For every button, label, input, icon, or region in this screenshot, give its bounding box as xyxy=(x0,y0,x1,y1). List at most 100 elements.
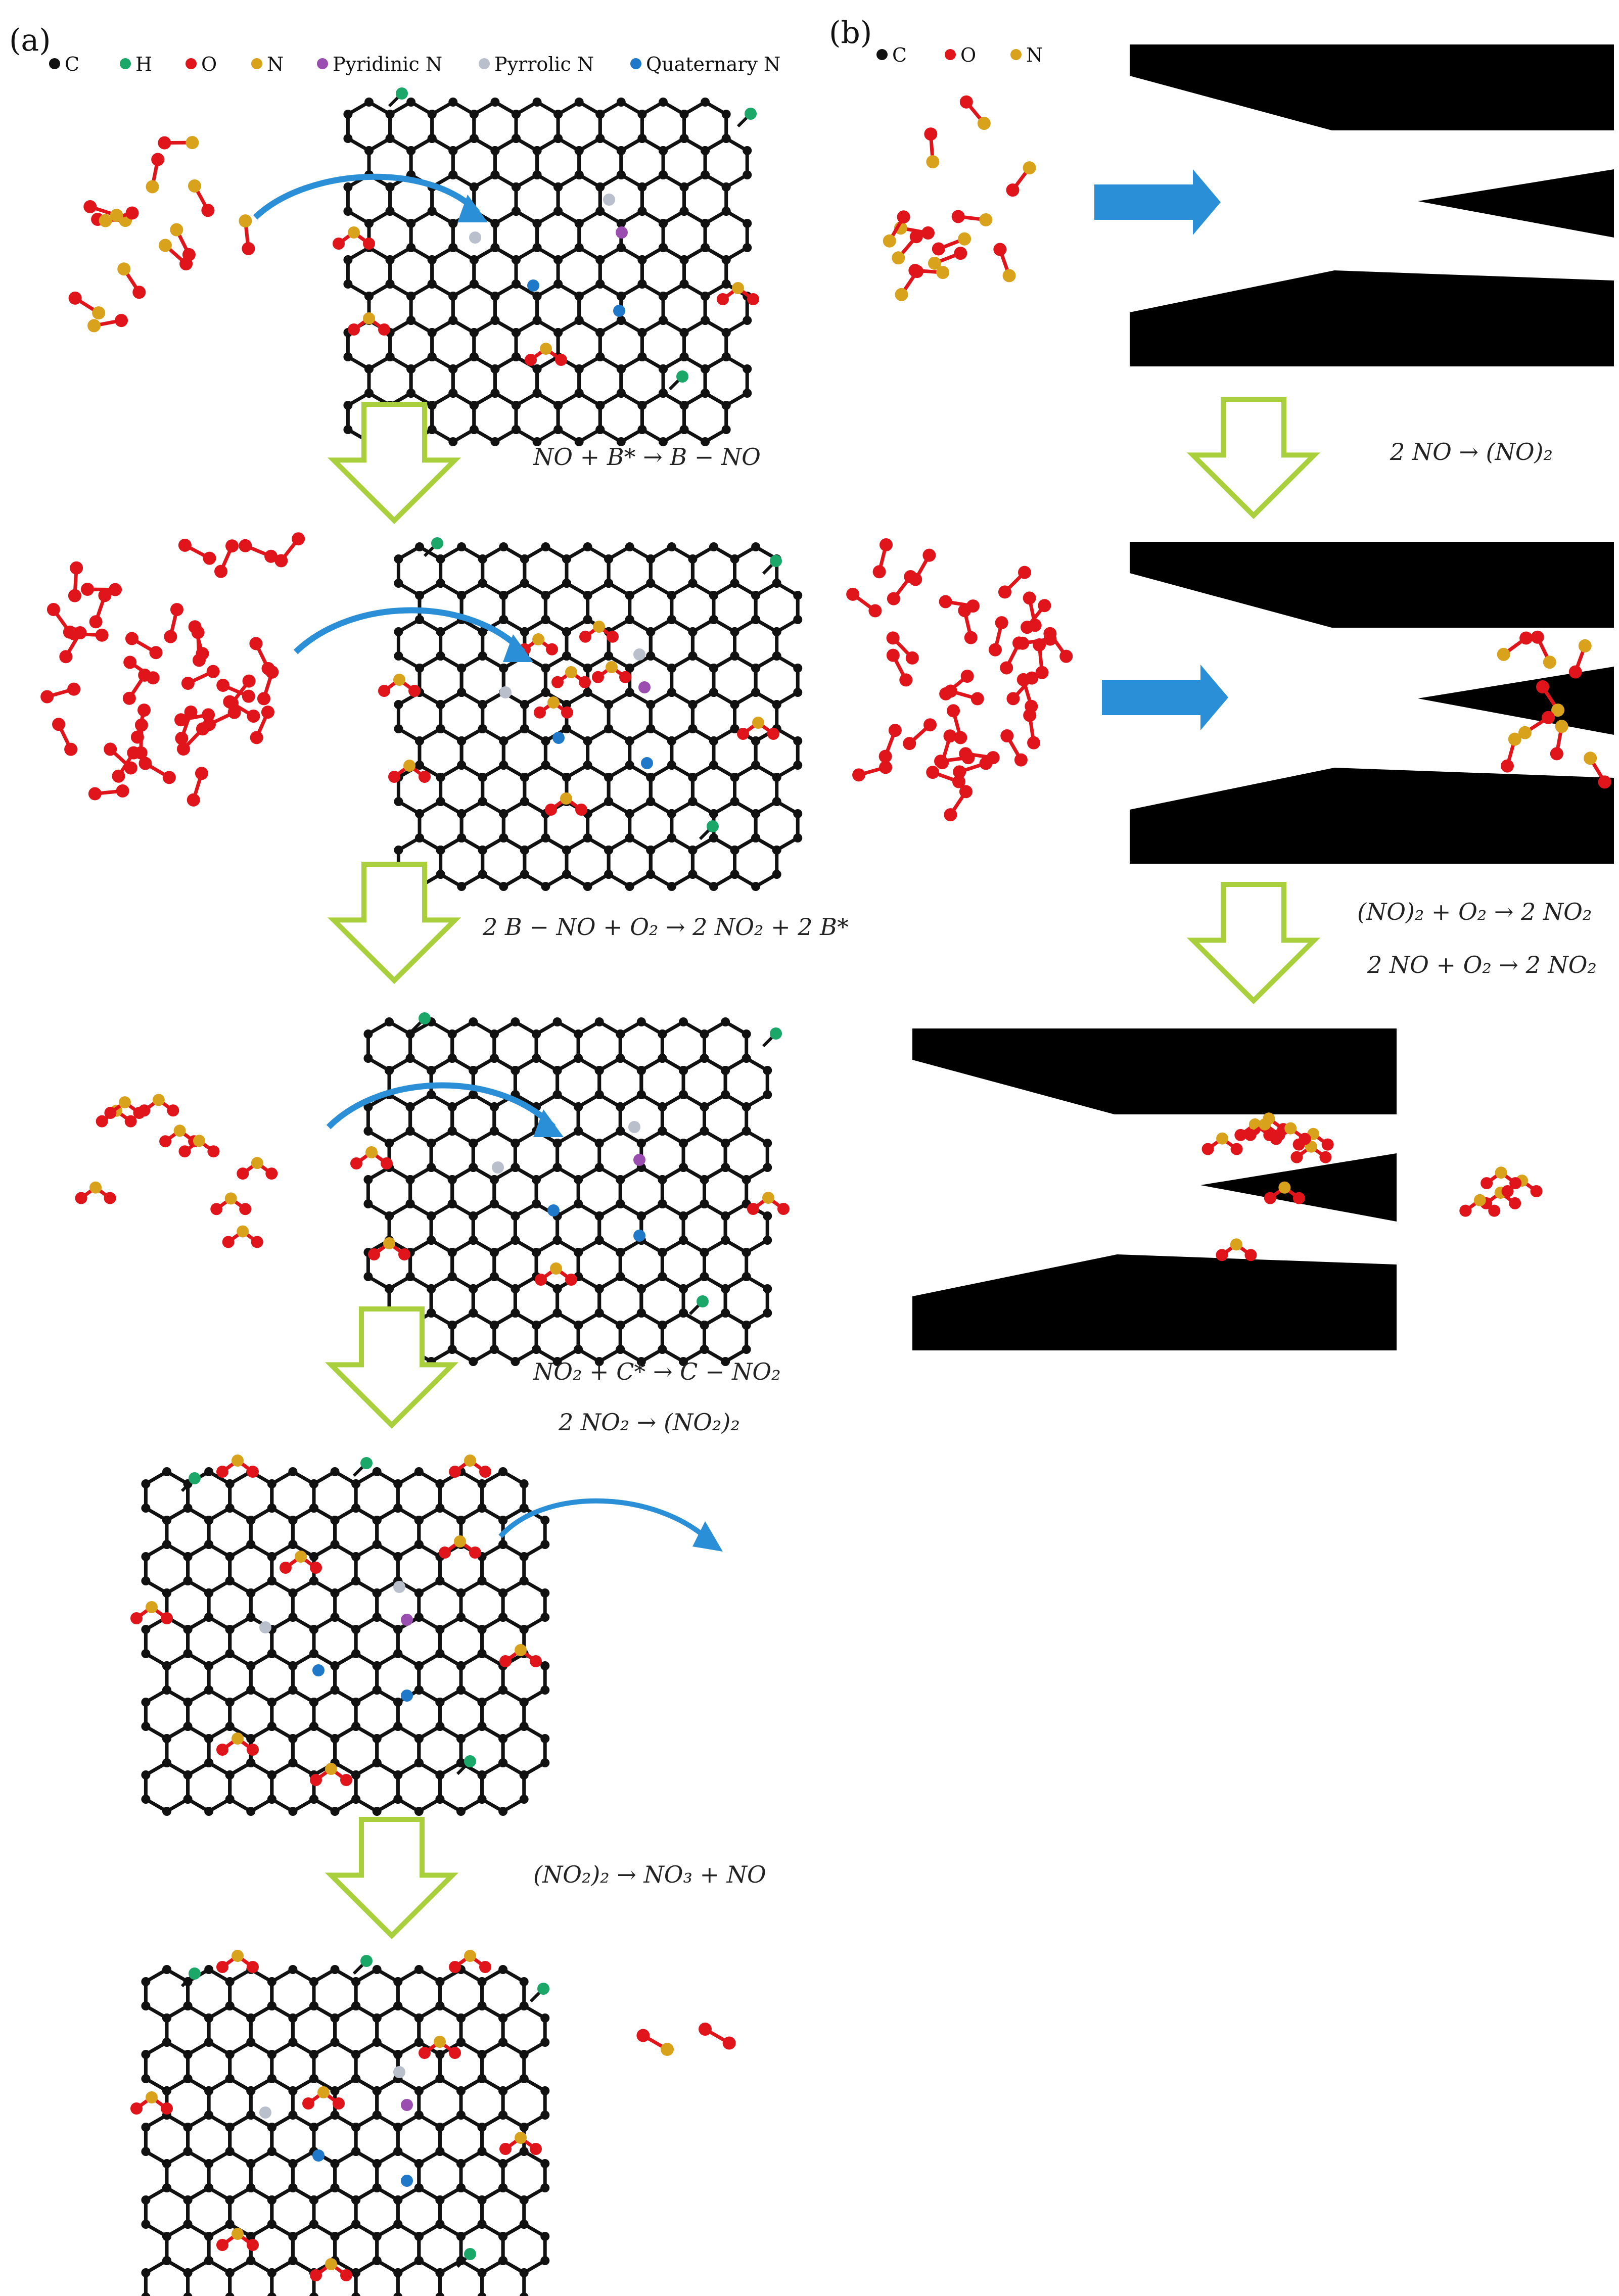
carbon-atom xyxy=(447,1054,457,1063)
carbon-atom xyxy=(162,1661,171,1670)
atom xyxy=(1000,729,1014,743)
carbon-atom xyxy=(183,2123,193,2132)
carbon-atom xyxy=(141,1625,151,1634)
oxygen-atom xyxy=(619,671,631,683)
carbon-atom xyxy=(343,255,353,264)
atom xyxy=(1598,775,1611,789)
carbon-atom xyxy=(636,1090,646,1099)
oxygen-atom xyxy=(210,1203,223,1215)
carbon-atom xyxy=(415,833,424,842)
atom xyxy=(883,234,896,248)
carbon-atom xyxy=(700,1127,709,1136)
carbon-atom xyxy=(540,1734,550,1743)
carbon-atom xyxy=(330,1613,340,1622)
carbon-atom xyxy=(351,1552,361,1561)
carbon-atom xyxy=(427,352,437,361)
carbon-atom xyxy=(288,2256,298,2265)
carbon-atom xyxy=(679,182,689,192)
carbon-atom xyxy=(478,724,487,733)
carbon-atom xyxy=(415,615,424,624)
atom xyxy=(137,704,151,717)
carbon-atom xyxy=(309,2195,318,2205)
carbon-atom xyxy=(532,219,542,228)
carbon-atom xyxy=(616,1102,625,1111)
nitrogen-atom xyxy=(383,1237,395,1249)
carbon-atom xyxy=(457,809,467,818)
carbon-atom xyxy=(701,389,710,398)
carbon-atom xyxy=(498,1734,508,1743)
carbon-atom xyxy=(435,2195,445,2205)
carbon-atom xyxy=(658,146,668,155)
carbon-atom xyxy=(646,797,656,806)
carbon-atom xyxy=(288,2013,298,2023)
carbon-atom xyxy=(385,1017,394,1026)
carbon-atom xyxy=(730,700,739,709)
carbon-atom xyxy=(594,1357,604,1366)
nitrogen-atom xyxy=(434,2036,446,2048)
nitrogen-atom xyxy=(532,633,544,645)
carbon-atom xyxy=(351,2074,361,2083)
carbon-atom xyxy=(183,1625,193,1634)
carbon-atom xyxy=(477,1795,487,1804)
arrow-head-icon xyxy=(457,195,488,222)
atom xyxy=(888,724,902,737)
carbon-atom xyxy=(478,554,487,564)
oxygen-atom xyxy=(449,1961,461,1973)
carbon-atom xyxy=(709,688,718,697)
carbon-atom xyxy=(447,1029,457,1039)
carbon-atom xyxy=(519,2123,529,2132)
carbon-atom xyxy=(288,1661,298,1670)
carbon-atom xyxy=(267,1649,276,1658)
carbon-atom xyxy=(688,870,698,879)
carbon-atom xyxy=(225,2292,235,2296)
carbon-atom xyxy=(385,134,395,143)
no-dimers-in-pore xyxy=(1497,630,1611,789)
carbon-atom xyxy=(204,1734,214,1743)
nitrogen-atom xyxy=(317,2086,330,2098)
hydrogen-atom xyxy=(360,1457,373,1469)
carbon-atom xyxy=(288,2038,298,2047)
carbon-atom xyxy=(730,870,739,879)
atom xyxy=(182,248,196,261)
nitrogen-atom xyxy=(403,760,415,772)
carbon-atom xyxy=(751,761,761,770)
atom xyxy=(68,291,82,305)
carbon-atom xyxy=(520,724,529,733)
atom xyxy=(939,687,953,700)
carbon-atom xyxy=(772,773,781,782)
carbon-atom xyxy=(616,389,626,398)
carbon-atom xyxy=(743,170,752,179)
carbon-atom xyxy=(204,2038,214,2047)
atom xyxy=(636,2029,650,2042)
carbon-atom xyxy=(594,1066,604,1075)
carbon-atom xyxy=(448,389,458,398)
atom xyxy=(960,669,974,683)
carbon-atom xyxy=(511,401,521,410)
nitrogen-atom xyxy=(1284,1122,1297,1135)
hex-ring xyxy=(439,835,485,889)
carbon-atom xyxy=(435,1977,445,1986)
carbon-atom xyxy=(701,243,710,252)
carbon-atom xyxy=(385,207,395,216)
carbon-atom xyxy=(364,98,374,107)
atom xyxy=(905,651,919,665)
pyridinic-n-atom xyxy=(616,226,628,239)
nitrogen-atom xyxy=(464,1455,476,1467)
carbon-atom xyxy=(267,1479,276,1488)
carbon-atom xyxy=(351,1795,361,1804)
atom xyxy=(70,561,83,575)
legend-n-text: N xyxy=(1026,44,1043,66)
pyrrolic-n-atom xyxy=(393,1581,405,1593)
atom xyxy=(1531,630,1544,644)
oxygen-atom xyxy=(534,706,546,719)
carbon-atom xyxy=(637,279,647,289)
carbon-atom xyxy=(700,1054,709,1063)
carbon-atom xyxy=(730,724,739,733)
atom xyxy=(993,243,1007,256)
carbon-atom xyxy=(540,2159,550,2168)
equation-b-2: (NO)₂ + O₂ → 2 NO₂ xyxy=(1357,898,1592,925)
carbon-atom xyxy=(436,797,445,806)
carbon-atom xyxy=(385,110,395,119)
